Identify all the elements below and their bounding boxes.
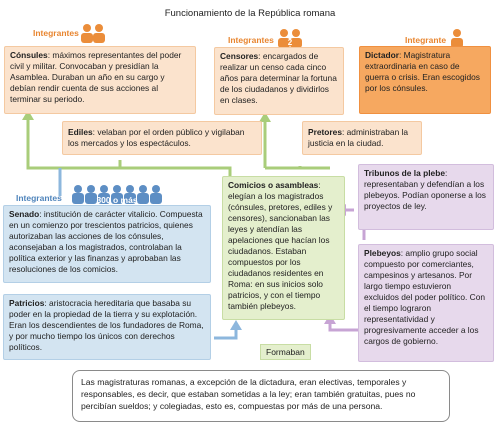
censores-count: 2 [287, 38, 293, 47]
people-icon-senado [72, 185, 162, 204]
pretores-box: Pretores: administraban la justicia en l… [302, 121, 422, 155]
arrow-patricios-to-comicios [214, 328, 238, 340]
tribunos-text: : representaban y defendían a los plebey… [364, 168, 486, 211]
consules-text: : máximos representantes del poder civil… [10, 50, 182, 104]
arrowhead-censores [259, 112, 271, 122]
tribunos-box: Tribunos de la plebe: representaban y de… [358, 164, 494, 230]
patricios-box: Patricios: aristocracia hereditaria que … [3, 294, 211, 360]
ediles-term: Ediles [68, 127, 93, 137]
consules-term: Cónsules [10, 50, 48, 60]
censores-term: Censores [220, 51, 259, 61]
patricios-text: : aristocracia hereditaria que basaba su… [9, 298, 204, 352]
integrantes-dictador-tag: Integrante [405, 35, 447, 45]
senado-count: 300 o más [96, 195, 138, 205]
dictador-term: Dictador [365, 50, 399, 60]
arrow-plebeyos-to-comicios [328, 322, 360, 332]
dictador-box: Dictador: Magistratura extraordinaria en… [359, 46, 491, 114]
magistraturas-note: Las magistraturas romanas, a excepción d… [72, 370, 450, 422]
censores-text: : encargados de realizar un censo cada c… [220, 51, 337, 105]
integrantes-senado-tag: Integrantes [16, 193, 62, 203]
people-icon-consules [81, 24, 105, 43]
diagram-title: Funcionamiento de la República romana [164, 8, 336, 19]
senado-box: Senado: institución de carácter vitalici… [3, 205, 211, 283]
people-icon-censores [278, 29, 302, 48]
senado-term: Senado [9, 209, 40, 219]
patricios-term: Patricios [9, 298, 45, 308]
arrowhead-patricios-comicios [230, 320, 242, 330]
consules-box: Cónsules: máximos representantes del pod… [4, 46, 196, 114]
plebeyos-box: Plebeyos: amplio grupo social compuesto … [358, 244, 494, 362]
arrow-comicios-to-consules [26, 118, 232, 176]
comicios-box: Comicios o asambleas: elegían a los magi… [222, 176, 345, 320]
senado-text: : institución de carácter vitalicio. Com… [9, 209, 203, 274]
comicios-term: Comicios o asambleas [228, 180, 319, 190]
formaban-label: Formaban [260, 344, 311, 360]
plebeyos-text: : amplio grupo social compuesto por come… [364, 248, 486, 346]
comicios-text: : elegían a los magistrados (cónsules, p… [228, 180, 333, 311]
person-icon-dictador [451, 29, 463, 48]
integrantes-consules-tag: Integrantes [33, 28, 79, 38]
plebeyos-term: Plebeyos [364, 248, 401, 258]
ediles-text: : velaban por el orden público y vigilab… [68, 127, 245, 148]
pretores-text: : administraban la justicia en la ciudad… [308, 127, 409, 148]
integrantes-censores-tag: Integrantes [228, 35, 274, 45]
arrowhead-consules [22, 110, 34, 120]
dictador-text: : Magistratura extraordinaria en caso de… [365, 50, 480, 93]
ediles-box: Ediles: velaban por el orden público y v… [62, 121, 262, 155]
pretores-term: Pretores [308, 127, 342, 137]
censores-box: Censores: encargados de realizar un cens… [214, 47, 344, 115]
tribunos-term: Tribunos de la plebe [364, 168, 445, 178]
